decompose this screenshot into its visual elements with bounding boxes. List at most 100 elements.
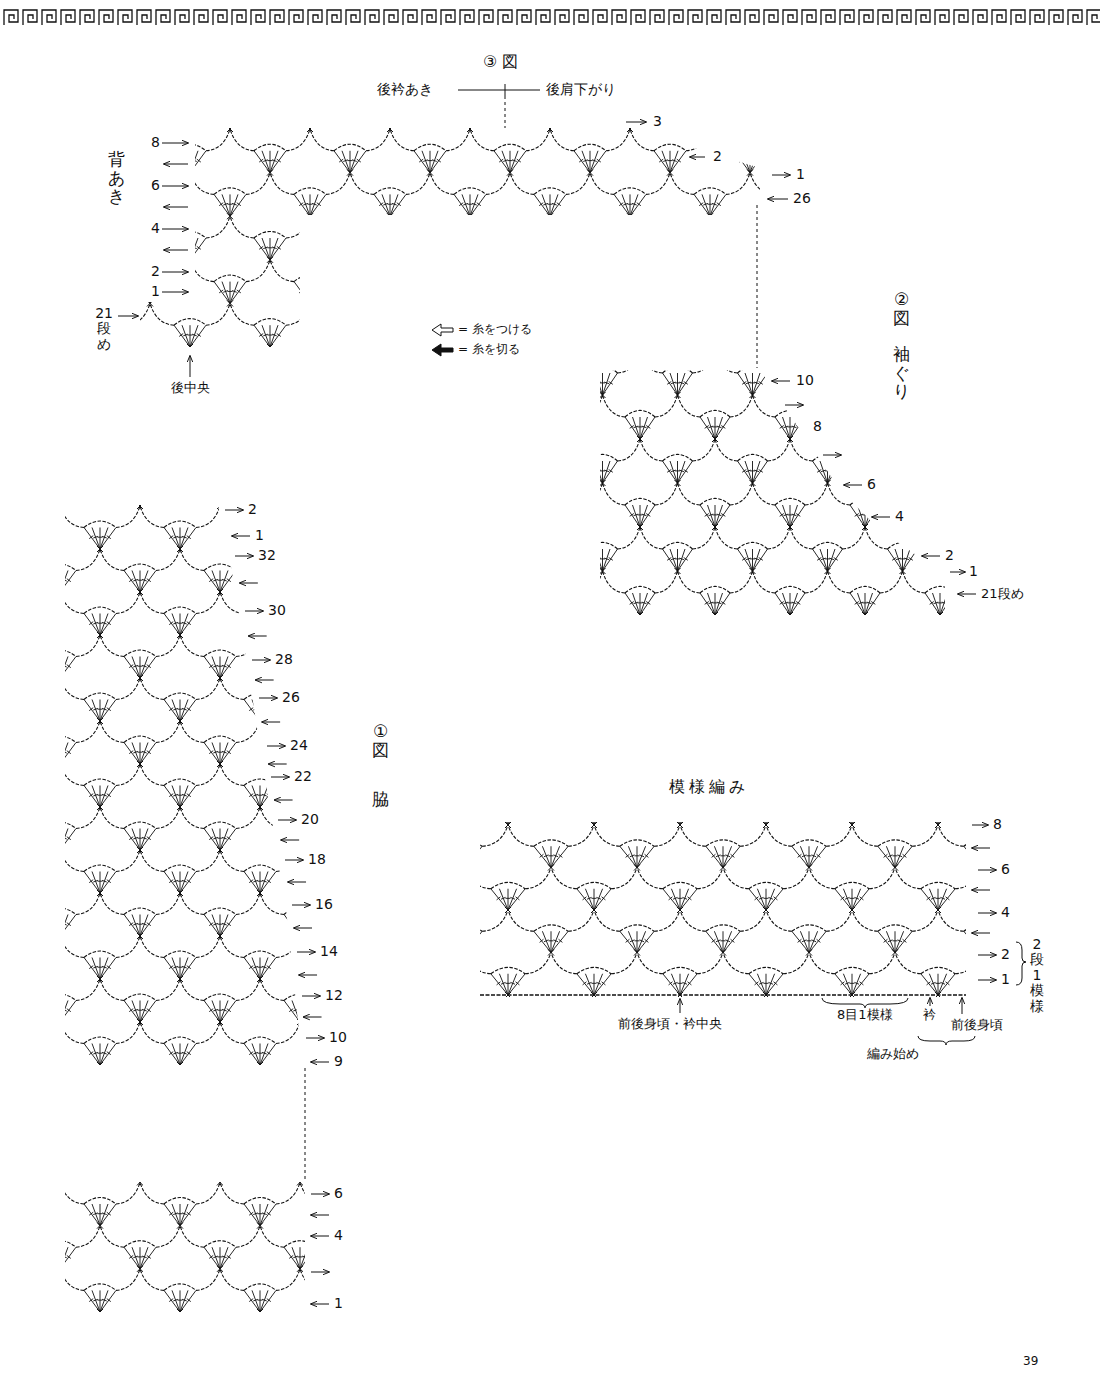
row-arrow: [972, 848, 990, 849]
row-number: 6: [150, 178, 161, 193]
stitch-chart: [0, 42, 870, 350]
row-arrow: [118, 316, 138, 317]
row-number: 28: [274, 652, 294, 667]
row-arrow: [232, 536, 250, 537]
row-arrow: [164, 207, 188, 208]
row-number: 6: [333, 1186, 344, 1201]
row-arrow: [162, 292, 188, 293]
row-arrow: [823, 455, 841, 456]
row-arrow: [292, 905, 310, 906]
border-key: [384, 10, 398, 25]
row-arrow: [311, 1304, 329, 1305]
repeat-note: 2段1模様: [1030, 937, 1044, 1014]
row-arrow: [922, 556, 940, 557]
row-arrow: [278, 820, 296, 821]
row-arrow: [297, 952, 315, 953]
row-arrow: [162, 186, 188, 187]
border-key: [954, 10, 968, 25]
row-number: 9: [333, 1054, 344, 1069]
row-arrow: [267, 746, 285, 747]
row-arrow: [690, 157, 705, 158]
border-key: [764, 10, 778, 25]
row-arrow: [245, 611, 263, 612]
repeat-note: 8目1模様: [836, 1008, 894, 1022]
row-arrow: [235, 556, 253, 557]
row-number: 12: [324, 988, 344, 1003]
border-key: [99, 10, 113, 25]
row-arrow: [259, 698, 277, 699]
border-key: [555, 10, 569, 25]
border-key: [973, 10, 987, 25]
row-arrow: [262, 722, 280, 723]
border-key: [992, 10, 1006, 25]
border-key: [1011, 10, 1025, 25]
border-key: [859, 10, 873, 25]
border-key: [1087, 10, 1100, 25]
row-number: 18: [307, 852, 327, 867]
row-arrow: [285, 860, 303, 861]
row-number: 21段め: [95, 306, 113, 352]
row-arrow: [162, 143, 188, 144]
legend-symbol: [432, 344, 453, 356]
border-key: [346, 10, 360, 25]
border-key: [802, 10, 816, 25]
row-arrow: [978, 955, 996, 956]
chart-note: 背あき: [108, 150, 125, 206]
border-key: [403, 10, 417, 25]
row-arrow: [190, 356, 191, 377]
row-arrow: [785, 405, 803, 406]
chart-note: 後中央: [170, 381, 211, 395]
border-key: [916, 10, 930, 25]
border-key: [517, 10, 531, 25]
row-arrow: [872, 517, 890, 518]
border-key: [1068, 10, 1082, 25]
row-arrow: [249, 636, 267, 637]
bracket: [1016, 942, 1026, 985]
border-key: [460, 10, 474, 25]
border-key: [707, 10, 721, 25]
stitch-chart: [415, 307, 1053, 618]
dashed-guide: [505, 96, 506, 128]
row-arrow: [256, 680, 274, 681]
row-arrow: [281, 840, 299, 841]
row-number: 2: [944, 548, 955, 563]
row-arrow: [768, 199, 788, 200]
row-arrow: [978, 913, 996, 914]
row-number: 26: [281, 690, 301, 705]
row-arrow: [626, 122, 646, 123]
chart-note: 後衿あき: [376, 82, 434, 97]
chart-note: 袖ぐり: [893, 345, 910, 401]
border-key: [232, 10, 246, 25]
row-arrow: [958, 594, 976, 595]
row-arrow: [294, 928, 312, 929]
stitch-chart: [0, 420, 420, 1068]
border-key: [365, 10, 379, 25]
row-arrow: [288, 882, 306, 883]
border-key: [80, 10, 94, 25]
foundation-chain: [480, 994, 966, 996]
row-number: 30: [267, 603, 287, 618]
border-key: [441, 10, 455, 25]
row-number: 8: [150, 135, 161, 150]
row-arrow: [972, 890, 990, 891]
row-arrow: [299, 975, 317, 976]
row-number: 1: [333, 1296, 344, 1311]
stitch-chart: [293, 740, 1067, 998]
row-number: 4: [150, 221, 161, 236]
border-key: [251, 10, 265, 25]
figure-title: 模様編み: [668, 778, 750, 796]
border-key: [745, 10, 759, 25]
border-key: [289, 10, 303, 25]
dashed-guide: [305, 1068, 306, 1180]
row-arrow: [311, 1272, 329, 1273]
row-number: 2: [1000, 947, 1011, 962]
row-arrow: [225, 510, 243, 511]
border-key: [688, 10, 702, 25]
chart-note: 前後身頃: [950, 1018, 1004, 1032]
border-key: [213, 10, 227, 25]
row-number: 2: [150, 264, 161, 279]
border-key: [821, 10, 835, 25]
row-arrow: [978, 980, 996, 981]
bracket: [505, 84, 506, 96]
bracket: [458, 90, 540, 91]
